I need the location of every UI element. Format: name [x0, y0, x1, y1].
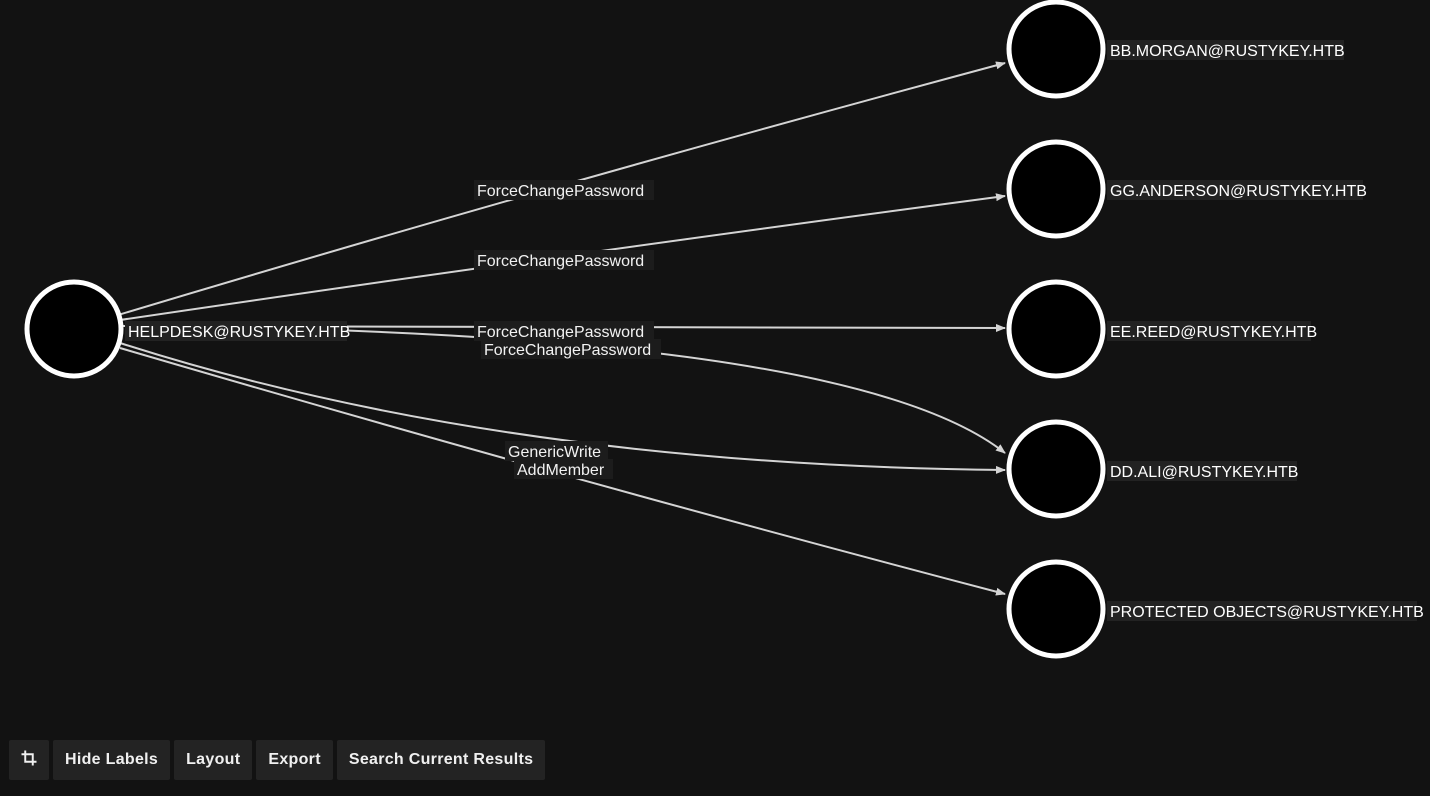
group-node-icon[interactable] [1006, 559, 1106, 659]
graph-toolbar: Hide Labels Layout Export Search Current… [9, 740, 546, 780]
user-node-icon[interactable] [1006, 279, 1106, 379]
svg-text:ForceChangePassword: ForceChangePassword [484, 342, 651, 359]
group-node-icon[interactable] [24, 279, 124, 379]
edge-label-bbmorgan[interactable]: ForceChangePassword [474, 180, 654, 200]
node-protected-objects[interactable]: PROTECTED OBJECTS@RUSTYKEY.HTB [1006, 559, 1424, 659]
crop-icon [20, 749, 38, 772]
search-current-results-button[interactable]: Search Current Results [336, 740, 546, 780]
edge-helpdesk-ddali-genericwrite[interactable] [119, 342, 1006, 474]
node-gganderson[interactable]: GG.ANDERSON@RUSTYKEY.HTB [1006, 139, 1367, 239]
node-label-eereed: EE.REED@RUSTYKEY.HTB [1110, 324, 1317, 341]
node-label-ddali: DD.ALI@RUSTYKEY.HTB [1110, 464, 1298, 481]
user-node-icon[interactable] [1006, 139, 1106, 239]
svg-text:ForceChangePassword: ForceChangePassword [477, 324, 644, 341]
node-ddali[interactable]: DD.ALI@RUSTYKEY.HTB [1006, 419, 1298, 519]
node-label-gganderson: GG.ANDERSON@RUSTYKEY.HTB [1110, 183, 1367, 200]
node-label-bbmorgan: BB.MORGAN@RUSTYKEY.HTB [1110, 43, 1345, 60]
crop-button[interactable] [9, 740, 49, 780]
hide-labels-button[interactable]: Hide Labels [53, 740, 171, 780]
svg-text:ForceChangePassword: ForceChangePassword [477, 253, 644, 270]
user-node-icon[interactable] [1006, 0, 1106, 99]
edge-label-ddali-genericwrite[interactable]: GenericWrite [505, 441, 608, 461]
edge-label-ddali-forcechange[interactable]: ForceChangePassword [481, 339, 661, 359]
edge-label-eereed[interactable]: ForceChangePassword [474, 321, 654, 341]
node-label-protected-objects: PROTECTED OBJECTS@RUSTYKEY.HTB [1110, 604, 1424, 621]
svg-text:ForceChangePassword: ForceChangePassword [477, 183, 644, 200]
node-bbmorgan[interactable]: BB.MORGAN@RUSTYKEY.HTB [1006, 0, 1345, 99]
layout-button[interactable]: Layout [174, 740, 253, 780]
user-node-icon[interactable] [1006, 419, 1106, 519]
edge-label-gganderson[interactable]: ForceChangePassword [474, 250, 654, 270]
svg-text:AddMember: AddMember [517, 462, 605, 479]
export-button[interactable]: Export [256, 740, 333, 780]
node-helpdesk[interactable]: HELPDESK@RUSTYKEY.HTB [24, 279, 350, 379]
svg-text:GenericWrite: GenericWrite [508, 444, 601, 461]
node-label-helpdesk: HELPDESK@RUSTYKEY.HTB [128, 324, 350, 341]
node-eereed[interactable]: EE.REED@RUSTYKEY.HTB [1006, 279, 1317, 379]
edge-labels: ForceChangePassword ForceChangePassword … [474, 180, 661, 479]
edge-label-protected-addmember[interactable]: AddMember [514, 459, 613, 479]
